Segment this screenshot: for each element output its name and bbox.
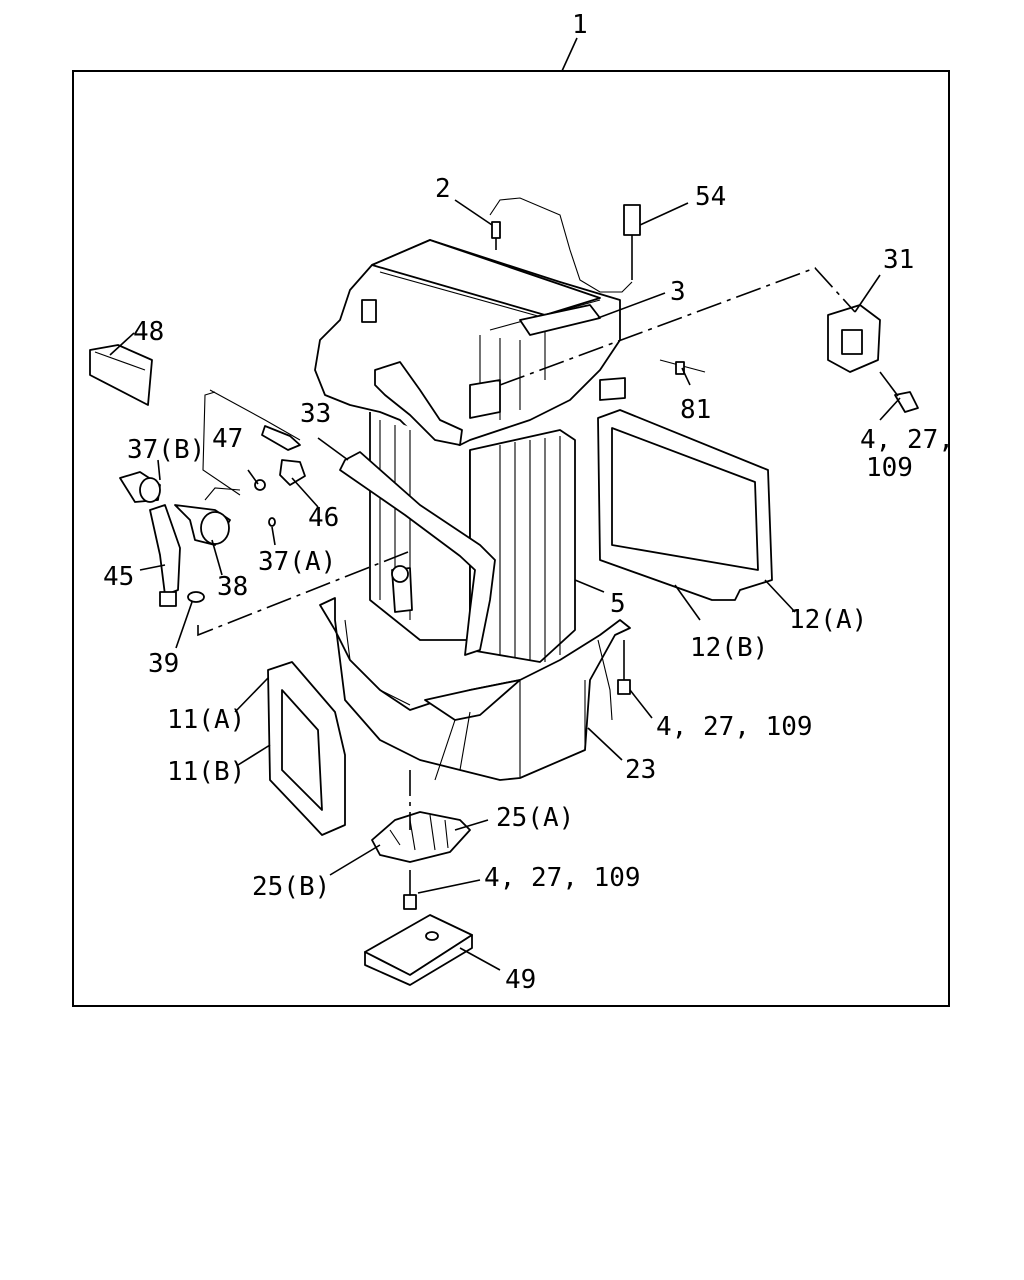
filter-frame-11 — [267, 661, 346, 836]
callout-4-27-109-bottom: 4, 27, 109 — [484, 863, 641, 893]
drain-pan — [319, 597, 631, 781]
callout-46: 46 — [308, 503, 339, 533]
callout-23: 23 — [625, 755, 656, 785]
callout-54: 54 — [695, 182, 726, 212]
callout-33: 33 — [300, 399, 331, 429]
pad-49 — [364, 914, 473, 986]
callout-48: 48 — [133, 317, 164, 347]
callout-3: 3 — [670, 277, 686, 307]
callout-2: 2 — [435, 174, 451, 204]
wire-harness — [489, 197, 641, 293]
callout-47: 47 — [212, 424, 243, 454]
callout-31: 31 — [883, 245, 914, 275]
alignment-lines — [197, 267, 856, 830]
callout-labels: 1 2 54 3 31 48 81 33 4, 27, 109 37(B) 47… — [103, 10, 954, 995]
callout-5: 5 — [610, 589, 626, 619]
callout-37b: 37(B) — [127, 435, 205, 465]
callout-11a: 11(A) — [167, 705, 245, 735]
callout-38: 38 — [217, 572, 248, 602]
assembly-number-label: 1 — [572, 10, 588, 40]
drain-tray-25 — [371, 811, 471, 863]
expansion-valve-parts — [89, 344, 706, 607]
callout-4-27-line1: 4, 27, — [860, 425, 954, 455]
callout-39: 39 — [148, 649, 179, 679]
screws — [403, 640, 631, 910]
assembly-frame — [72, 70, 950, 1007]
callout-45: 45 — [103, 562, 134, 592]
filter-seal-12 — [597, 409, 773, 601]
leader-lines — [109, 199, 901, 971]
callout-25a: 25(A) — [496, 803, 574, 833]
blower-resistor — [827, 304, 919, 413]
callout-109-line2: 109 — [866, 453, 913, 483]
callout-81: 81 — [680, 395, 711, 425]
callout-37a: 37(A) — [258, 547, 336, 577]
callout-25b: 25(B) — [252, 872, 330, 902]
callout-12a: 12(A) — [789, 605, 867, 635]
callout-4-27-109-right: 4, 27, 109 — [656, 712, 813, 742]
callout-12b: 12(B) — [690, 633, 768, 663]
ac-unit-case — [314, 239, 626, 663]
callout-49: 49 — [505, 965, 536, 995]
callout-11b: 11(B) — [167, 757, 245, 787]
